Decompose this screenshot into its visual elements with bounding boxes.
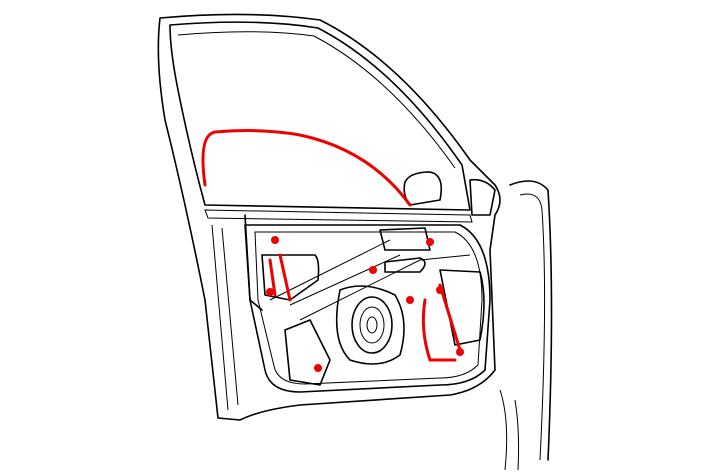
regulator-highlight-left xyxy=(268,258,277,297)
window-seal-highlight xyxy=(201,129,412,207)
highlighted-parts xyxy=(201,129,464,372)
door-pillar-right xyxy=(499,180,553,471)
window-regulator xyxy=(244,214,471,321)
regulator-highlight-rail xyxy=(438,283,462,352)
regulator-highlight-right xyxy=(421,298,457,362)
inner-panel xyxy=(244,224,491,393)
speaker xyxy=(335,285,405,365)
mirror xyxy=(403,171,496,216)
regulator-highlight-mid xyxy=(278,253,292,302)
door-outer-frame xyxy=(157,13,501,421)
